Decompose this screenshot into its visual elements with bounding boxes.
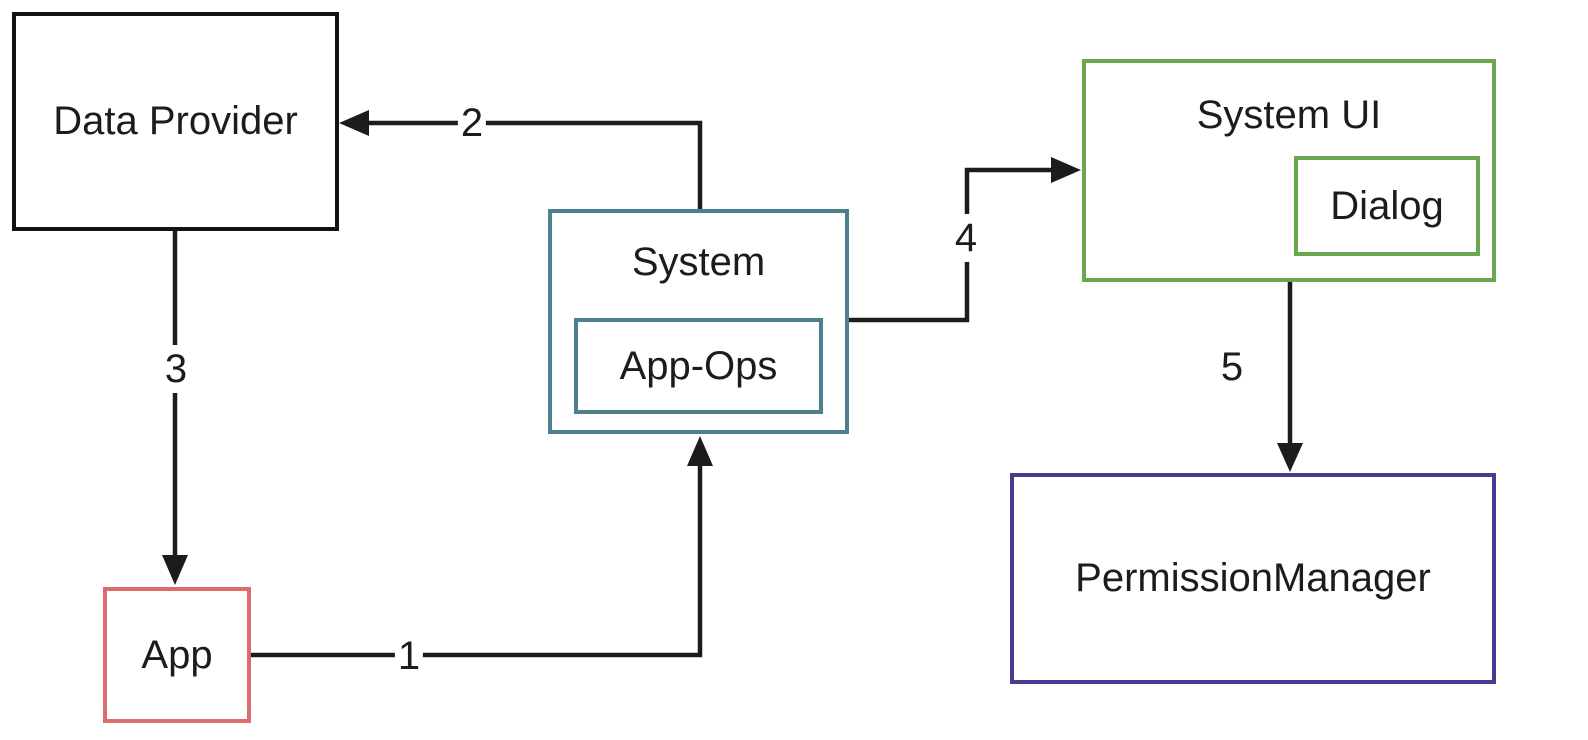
app-ops-label: App-Ops <box>619 343 778 388</box>
dialog-label: Dialog <box>1330 183 1444 228</box>
app-label: App <box>141 632 213 677</box>
system-label: System <box>631 240 766 284</box>
permission-manager-label: PermissionManager <box>1075 556 1431 600</box>
data-provider-box: Data Provider <box>12 12 339 231</box>
permission-manager-box: PermissionManager <box>1010 473 1496 684</box>
arrow-2-system-to-data-provider <box>339 110 703 209</box>
edge-label-3: 3 <box>161 345 191 393</box>
edge-label-2: 2 <box>457 99 487 147</box>
data-provider-label: Data Provider <box>53 99 298 143</box>
edge-label-4: 4 <box>951 214 981 262</box>
system-ui-box: System UI Dialog <box>1082 59 1496 282</box>
edge-label-1: 1 <box>394 632 424 680</box>
app-box: App <box>103 587 251 723</box>
system-ui-label: System UI <box>1196 93 1382 137</box>
edge-label-5: 5 <box>1217 343 1247 391</box>
arrow-5-system-ui-to-permission-manager <box>1277 282 1303 472</box>
dialog-box: Dialog <box>1294 156 1480 256</box>
arrow-3-data-provider-to-app <box>162 231 188 585</box>
system-box: System App-Ops <box>548 209 849 434</box>
arrow-1-app-to-system <box>251 436 713 658</box>
app-ops-box: App-Ops <box>574 318 823 414</box>
